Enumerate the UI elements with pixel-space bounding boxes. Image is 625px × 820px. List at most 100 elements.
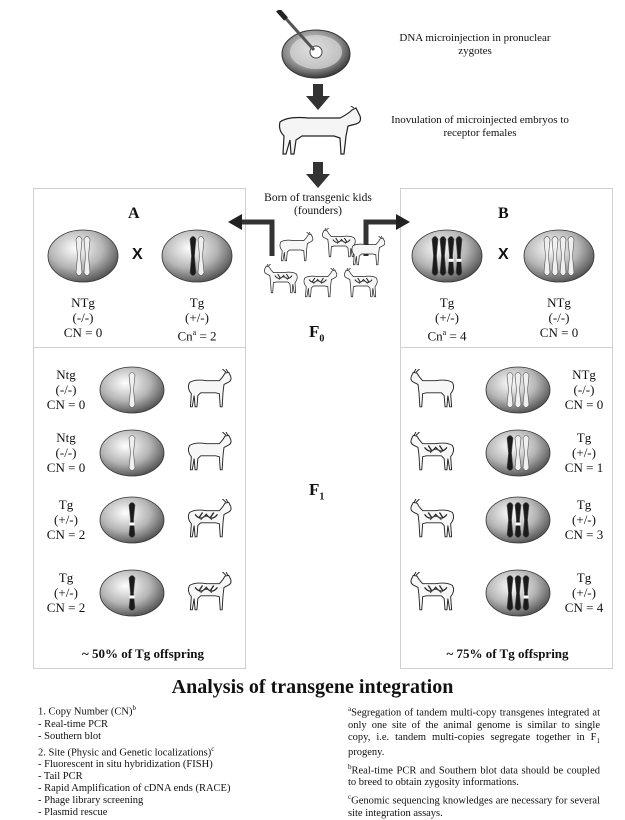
offspring-label: Ntg(-/-)CN = 0 [38,367,94,412]
chromosome [514,372,522,408]
chromosome [522,372,530,408]
parent-genotype: (-/-) [548,310,570,325]
offspring-genotype: (-/-) [55,382,77,397]
offspring-cell-icon [98,495,166,545]
offspring-cn: CN = 0 [46,397,86,412]
offspring-cn: CN = 3 [564,527,604,542]
parent-genotype: (-/-) [72,310,94,325]
cell-tg-icon [410,228,484,284]
cell-ntg-icon [522,228,596,284]
offspring-type: Ntg [56,430,76,445]
offspring-goat-icon [404,572,460,614]
offspring-type: NTg [572,367,596,382]
offspring-genotype: (+/-) [572,512,596,527]
chromosome [447,236,455,276]
offspring-cn: CN = 4 [564,600,604,615]
chromosome [197,236,205,276]
offspring-cn: CN = 2 [46,600,86,615]
offspring-label: Ntg(-/-)CN = 0 [38,430,94,475]
founder-goats-icon [255,228,385,320]
chromosome [506,502,514,538]
parent-ntg-label: NTg (-/-) CN = 0 [524,295,594,340]
offspring-cn: CN = 2 [46,527,86,542]
offspring-label: Tg(+/-)CN = 2 [38,570,94,615]
parent-cn: Cna = 4 [427,328,467,344]
footnote-b: bReal-time PCR and Southern blot data sh… [348,762,600,789]
offspring-genotype: (-/-) [573,382,595,397]
parent-tg-label: Tg (+/-) Cna = 4 [412,295,482,343]
parent-tg-label: Tg (+/-) Cna = 2 [162,295,232,343]
offspring-type: Tg [576,430,592,445]
method-item: - Rapid Amplification of cDNA ends (RACE… [38,783,231,794]
chromosome [543,236,551,276]
chromosome [522,502,530,538]
cross-symbol: X [498,246,509,263]
offspring-label: Tg(+/-)CN = 3 [556,497,612,542]
chromosome [514,435,522,471]
offspring-type: Ntg [56,367,76,382]
chromosome [189,236,197,276]
step-founders-text: Born of transgenic kids (founders) [264,192,372,217]
chromosome [559,236,567,276]
down-arrow-icon [306,84,330,110]
offspring-type: Tg [58,497,74,512]
chromosome [128,575,136,611]
method-item: 1. Copy Number (CN)b [38,704,136,718]
offspring-cell-icon [484,495,552,545]
generation-f1: F1 [309,480,325,503]
offspring-label: Tg(+/-)CN = 1 [556,430,612,475]
offspring-type: Tg [576,497,592,512]
offspring-goat-icon [404,369,460,411]
cross-symbol: X [132,246,143,263]
analysis-title: Analysis of transgene integration [171,676,454,698]
receptor-goat-icon [268,106,368,158]
parent-cn: CN = 0 [63,325,103,340]
chromosome [522,575,530,611]
chromosome [128,502,136,538]
offspring-cell-icon [98,568,166,618]
offspring-label: Tg(+/-)CN = 2 [38,497,94,542]
petri-dish-icon [276,10,356,80]
offspring-cell-icon [98,365,166,415]
offspring-cell-icon [98,428,166,478]
offspring-genotype: (+/-) [54,585,78,600]
footnotes: aSegregation of tandem multi-copy transg… [348,703,600,820]
chromosome [506,575,514,611]
down-arrow-icon [306,162,330,188]
chromosome [455,236,463,276]
parent-type: Tg [439,295,455,310]
chromosome [514,502,522,538]
footnote-a: aSegregation of tandem multi-copy transg… [348,705,600,758]
panel-a-title: A [128,205,140,222]
cell-tg-icon [160,228,234,284]
chromosome [567,236,575,276]
method-item: - Southern blot [38,730,101,742]
parent-type: Tg [189,295,205,310]
parent-type: NTg [547,295,571,310]
offspring-goat-icon [182,369,238,411]
offspring-cn: CN = 0 [564,397,604,412]
step-microinjection-text: DNA microinjection in pronuclear zygotes [399,32,551,57]
method-item: 2. Site (Physic and Genetic localization… [38,744,215,759]
chromosome [431,236,439,276]
chromosome [439,236,447,276]
offspring-cell-icon [484,365,552,415]
left-elbow-arrow-icon [226,208,276,258]
offspring-goat-icon [182,572,238,614]
offspring-goat-icon [182,499,238,541]
offspring-type: Tg [576,570,592,585]
offspring-cn: CN = 0 [46,460,86,475]
parent-type: NTg [71,295,95,310]
parent-cn: CN = 0 [539,325,579,340]
offspring-label: NTg(-/-)CN = 0 [556,367,612,412]
offspring-cell-icon [484,428,552,478]
chromosome [551,236,559,276]
offspring-cn: CN = 1 [564,460,604,475]
chromosome [506,372,514,408]
chromosome [514,575,522,611]
chromosome [128,435,136,471]
chromosome [75,236,83,276]
parent-ntg-label: NTg (-/-) CN = 0 [48,295,118,340]
parent-genotype: (+/-) [435,310,459,325]
method-item: - Plasmid rescue [38,807,108,818]
